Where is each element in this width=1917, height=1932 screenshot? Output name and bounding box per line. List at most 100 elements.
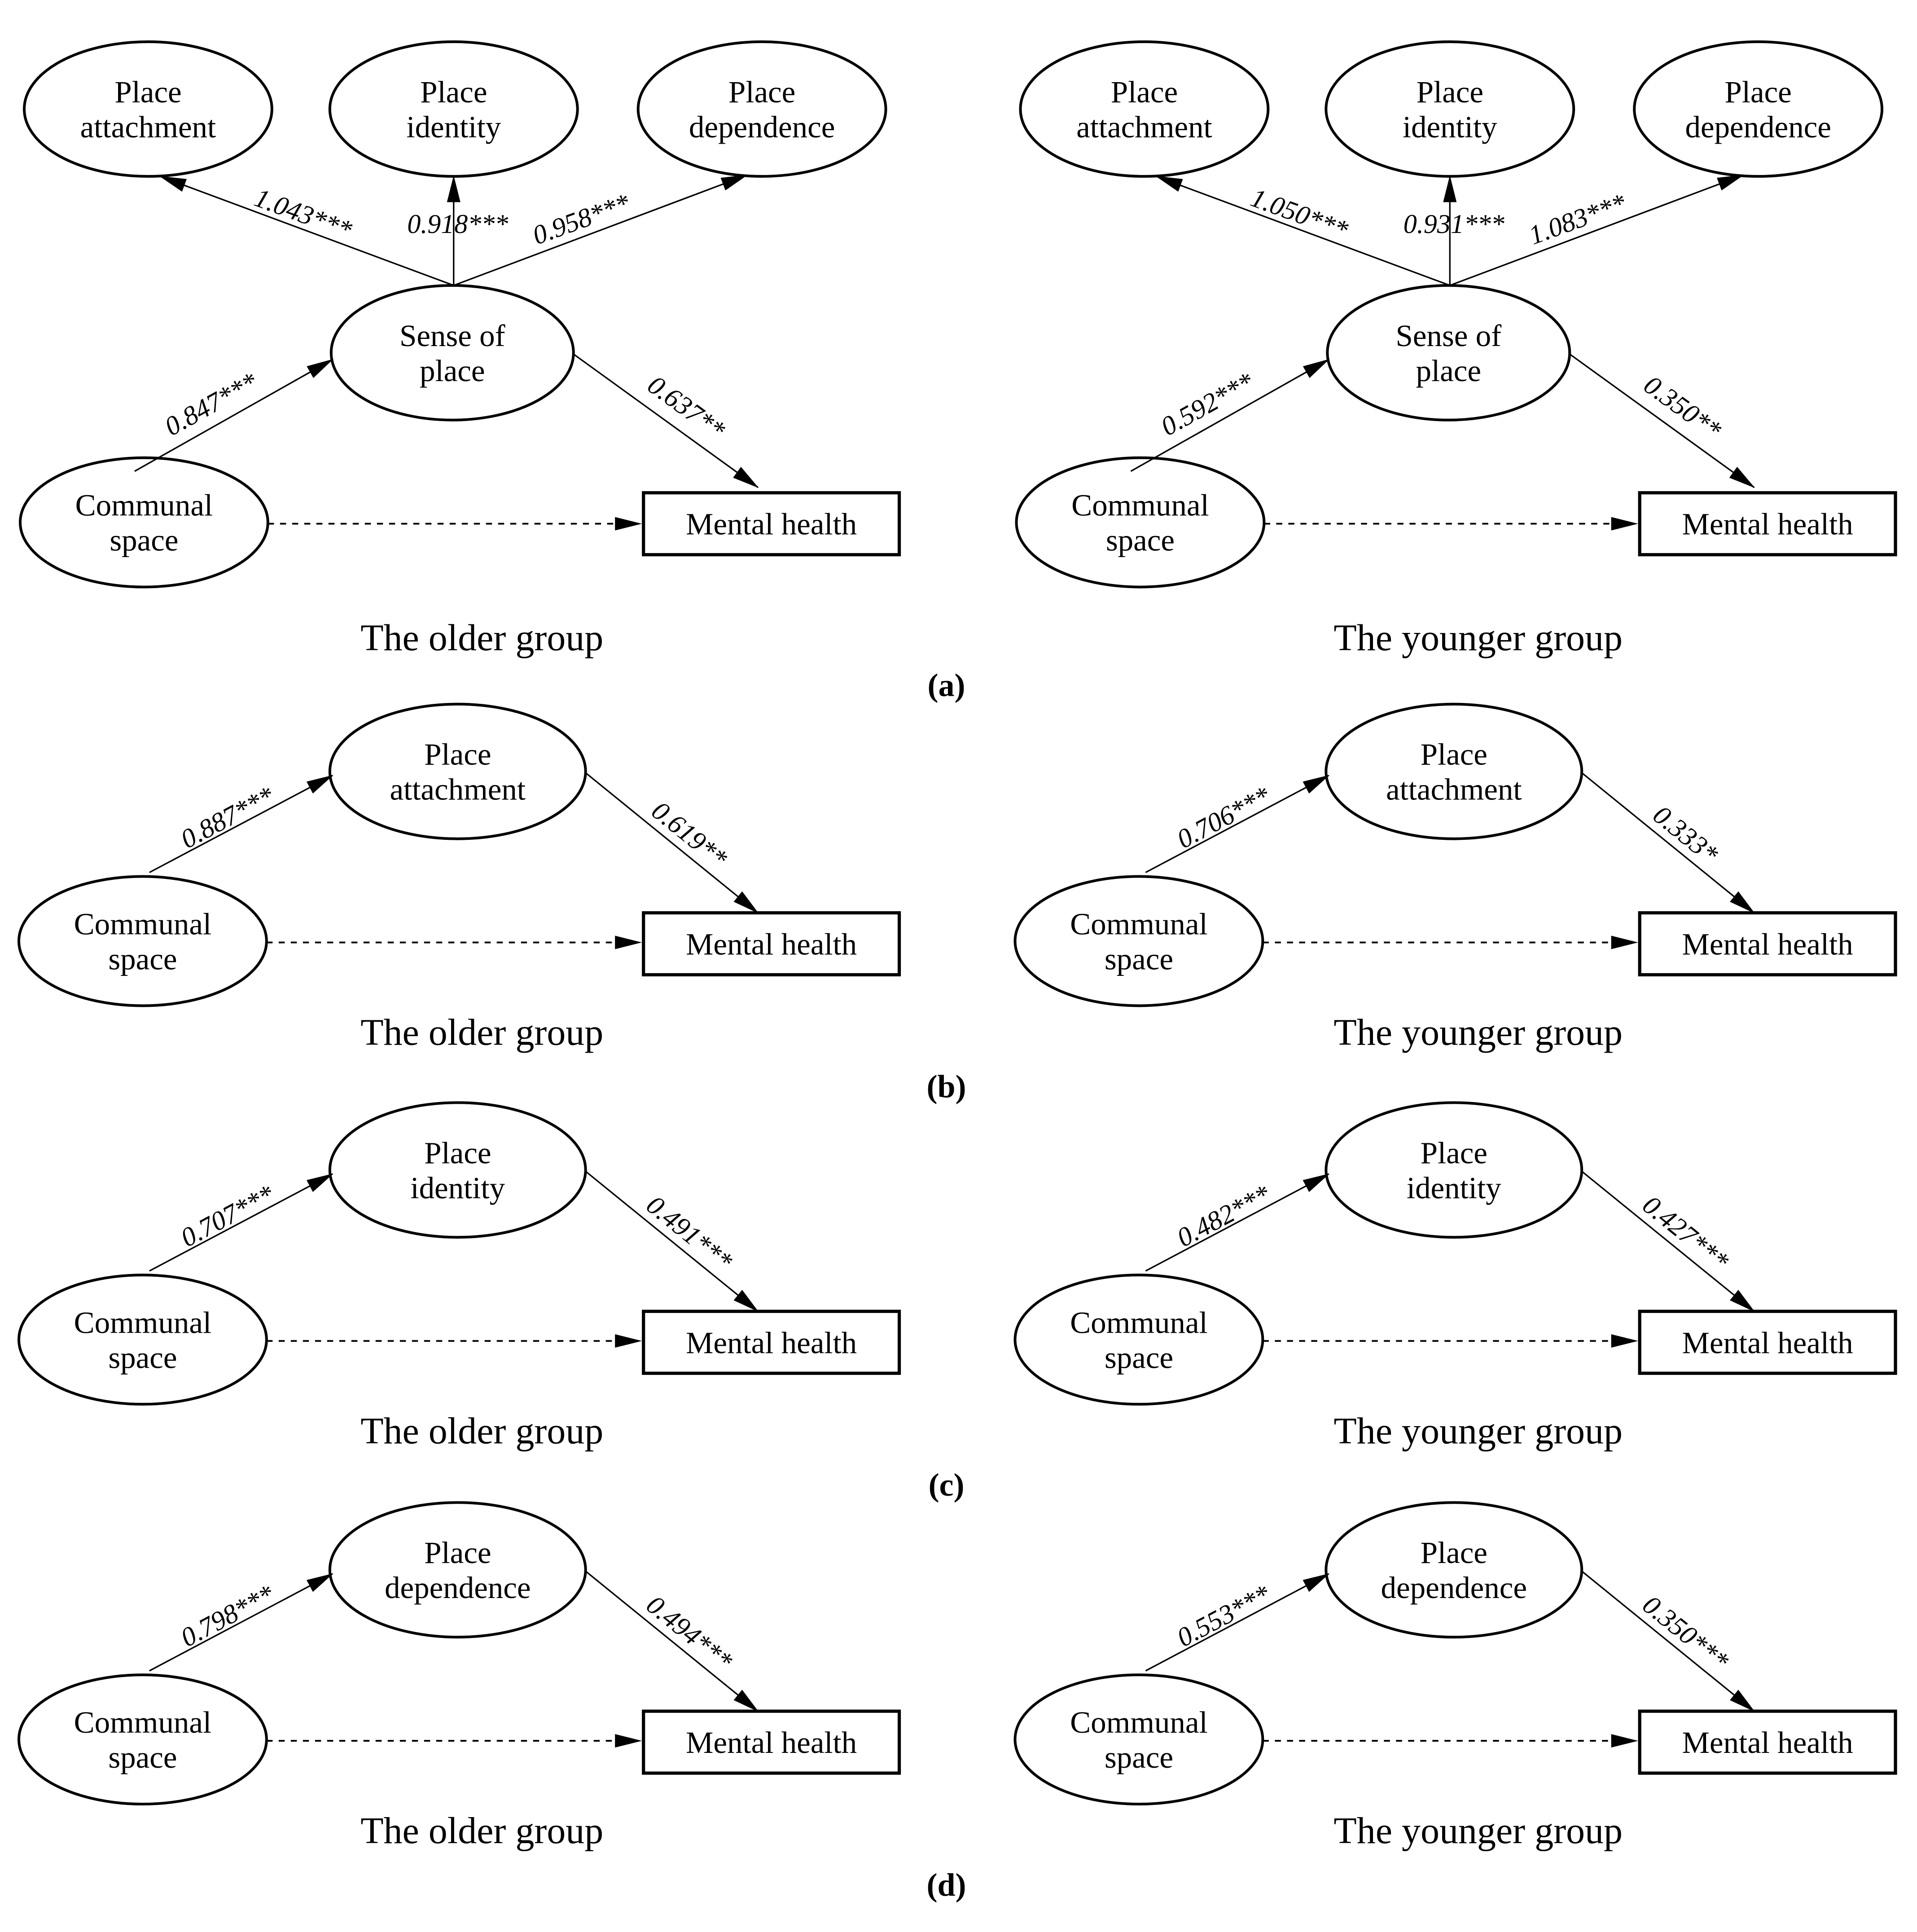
node-label-place-attachment-line1: Place xyxy=(114,75,181,109)
path-b-coefficient: 0.350*** xyxy=(1637,1590,1734,1676)
node-label-sense-of-place-line1: Sense of xyxy=(1395,319,1501,353)
path-a-coefficient: 0.847*** xyxy=(160,367,263,442)
path-b-coefficient: 0.427*** xyxy=(1637,1190,1734,1276)
path-b-arrow xyxy=(585,772,759,914)
node-label-communal-space-line2: space xyxy=(1105,1340,1173,1374)
path-b-coefficient: 0.333* xyxy=(1648,799,1724,869)
node-label-communal-space-line2: space xyxy=(110,523,178,558)
node-label-place-identity-line2: identity xyxy=(406,110,501,144)
path-b-coefficient: 0.350** xyxy=(1639,370,1727,445)
latent-node-communal-space xyxy=(17,1673,268,1806)
node-label-place-identity-line2: identity xyxy=(410,1171,505,1205)
node-label-place-attachment-line1: Place xyxy=(424,738,491,772)
loading-coefficient-3: 0.958*** xyxy=(529,188,634,250)
node-label-place-dependence-line1: Place xyxy=(728,75,795,109)
node-label-mental-health: Mental health xyxy=(1682,1326,1853,1360)
loading-arrow-place-dependence xyxy=(1449,174,1745,286)
panel-label-d: (d) xyxy=(927,1867,966,1903)
node-label-mental-health: Mental health xyxy=(686,1326,857,1360)
node-label-place-attachment-line2: attachment xyxy=(80,110,216,144)
node-label-communal-space-line1: Communal xyxy=(75,488,213,523)
node-label-mental-health: Mental health xyxy=(686,1726,857,1760)
node-label-place-attachment-line2: attachment xyxy=(1076,110,1212,144)
loading-arrow-place-attachment xyxy=(159,176,454,286)
path-b-coefficient: 0.619** xyxy=(646,795,733,874)
path-a-coefficient: 0.707*** xyxy=(176,1179,279,1253)
loading-coefficient-2: 0.918*** xyxy=(407,209,508,239)
node-label-place-dependence-line1: Place xyxy=(424,1536,491,1570)
loading-coefficient-3: 1.083*** xyxy=(1525,188,1630,250)
node-label-place-dependence-line1: Place xyxy=(1421,1536,1487,1570)
latent-node-place-attachment xyxy=(1325,703,1584,840)
path-b-arrow xyxy=(1581,1171,1755,1312)
observed-node-mental-health xyxy=(1638,491,1897,557)
path-b-arrow xyxy=(585,1171,759,1312)
node-label-place-identity-line2: identity xyxy=(1407,1171,1501,1205)
group-caption: The younger group xyxy=(1334,1410,1623,1452)
path-b-coefficient: 0.494*** xyxy=(641,1590,738,1676)
node-label-communal-space-line2: space xyxy=(108,1740,177,1774)
path-a-arrow xyxy=(149,1173,334,1272)
node-label-place-identity-line1: Place xyxy=(1421,1136,1487,1170)
path-b-coefficient: 0.637** xyxy=(642,370,730,445)
path-a-coefficient: 0.706*** xyxy=(1172,781,1275,854)
node-label-mental-health: Mental health xyxy=(686,927,857,962)
node-label-communal-space-line2: space xyxy=(1105,1740,1173,1774)
node-label-place-dependence-line2: dependence xyxy=(1381,1571,1527,1605)
observed-node-mental-health xyxy=(1638,911,1897,977)
path-a-arrow xyxy=(149,775,334,874)
node-label-communal-space-line2: space xyxy=(108,1340,177,1374)
node-label-mental-health: Mental health xyxy=(686,507,857,541)
node-label-sense-of-place-line1: Sense of xyxy=(399,319,505,353)
loading-coefficient-1: 1.043*** xyxy=(251,183,356,245)
observed-node-mental-health xyxy=(642,911,901,977)
observed-node-mental-health xyxy=(642,1309,901,1375)
panel-label-c: (c) xyxy=(929,1467,965,1503)
path-a-arrow xyxy=(1145,1573,1330,1672)
node-label-place-dependence-line2: dependence xyxy=(689,110,835,144)
path-b-coefficient: 0.491*** xyxy=(641,1190,738,1276)
group-caption: The younger group xyxy=(1334,1810,1623,1852)
node-label-place-identity-line2: identity xyxy=(1403,110,1497,144)
node-label-place-dependence-line2: dependence xyxy=(1685,110,1831,144)
path-b-arrow xyxy=(1569,353,1755,488)
observed-node-mental-health xyxy=(1638,1309,1897,1375)
node-label-communal-space-line2: space xyxy=(1105,942,1173,976)
latent-node-place-dependence xyxy=(1633,40,1884,178)
latent-node-place-identity xyxy=(1325,1101,1584,1239)
panel-label-b: (b) xyxy=(927,1068,966,1104)
group-caption: The older group xyxy=(360,617,603,659)
path-a-arrow xyxy=(134,359,334,472)
latent-node-communal-space xyxy=(17,875,268,1007)
path-b-arrow xyxy=(585,1570,759,1712)
node-label-communal-space-line2: space xyxy=(108,942,177,976)
group-caption: The older group xyxy=(360,1810,603,1852)
loading-arrow-place-dependence xyxy=(453,174,748,286)
path-a-coefficient: 0.482*** xyxy=(1172,1179,1275,1253)
group-caption: The younger group xyxy=(1334,617,1623,659)
path-a-coefficient: 0.887*** xyxy=(176,781,279,854)
path-a-coefficient: 0.553*** xyxy=(1172,1579,1275,1653)
latent-node-communal-space xyxy=(18,456,269,588)
latent-node-place-dependence xyxy=(1325,1501,1584,1639)
path-a-arrow xyxy=(149,1573,334,1672)
path-b-arrow xyxy=(1581,1570,1755,1712)
latent-node-communal-space xyxy=(1013,875,1264,1007)
path-a-arrow xyxy=(1145,775,1330,874)
diagram-the-younger-group: PlaceattachmentPlaceidentityPlacedepende… xyxy=(1015,40,1897,659)
observed-node-mental-health xyxy=(642,491,901,557)
node-label-place-attachment-line2: attachment xyxy=(1386,773,1522,807)
loading-coefficient-2: 0.931*** xyxy=(1404,209,1505,239)
node-label-place-identity-line1: Place xyxy=(420,75,487,109)
path-a-arrow xyxy=(1130,359,1330,472)
node-label-communal-space-line1: Communal xyxy=(1070,907,1208,941)
path-a-arrow xyxy=(1145,1173,1330,1272)
